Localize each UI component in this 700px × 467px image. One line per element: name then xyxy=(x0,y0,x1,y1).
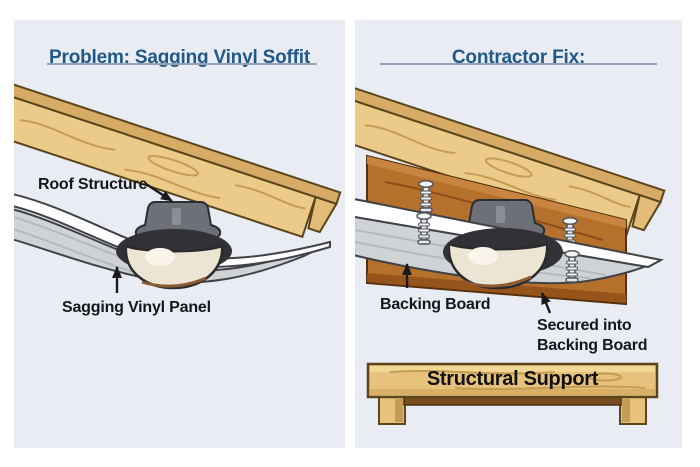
secured-into-backing-board-label: Secured into Backing Board xyxy=(537,317,648,354)
wood-grain xyxy=(364,124,631,208)
problem-title: Problem: Sagging Vinyl Soffit xyxy=(49,46,310,68)
wood-grain xyxy=(389,369,646,391)
fix-panel: Contractor Fix: Backing Board Secured in… xyxy=(355,20,682,448)
secured-arrow-icon xyxy=(540,292,552,314)
fix-title-underline xyxy=(380,63,657,65)
dome-light xyxy=(447,242,549,290)
problem-title-underline xyxy=(47,63,317,65)
roof-structure-label: Roof Structure xyxy=(38,176,148,193)
problem-panel: Problem: Sagging Vinyl Soffit Roof Struc… xyxy=(14,20,345,448)
problem-illustration xyxy=(14,80,342,293)
vinyl-panel-top xyxy=(14,193,331,268)
sagging-vinyl-panel-label: Sagging Vinyl Panel xyxy=(62,299,211,316)
support-bench xyxy=(366,362,659,425)
roof-structure-arrow-icon xyxy=(145,182,173,203)
backing-board-label: Backing Board xyxy=(380,296,491,313)
structural-support-label: Structural Support xyxy=(426,368,599,390)
dome-light xyxy=(124,244,224,290)
fix-illustration xyxy=(355,85,666,425)
wood-grain xyxy=(19,119,306,210)
fix-title: Contractor Fix: xyxy=(451,46,586,68)
rafter-beam xyxy=(14,80,342,239)
